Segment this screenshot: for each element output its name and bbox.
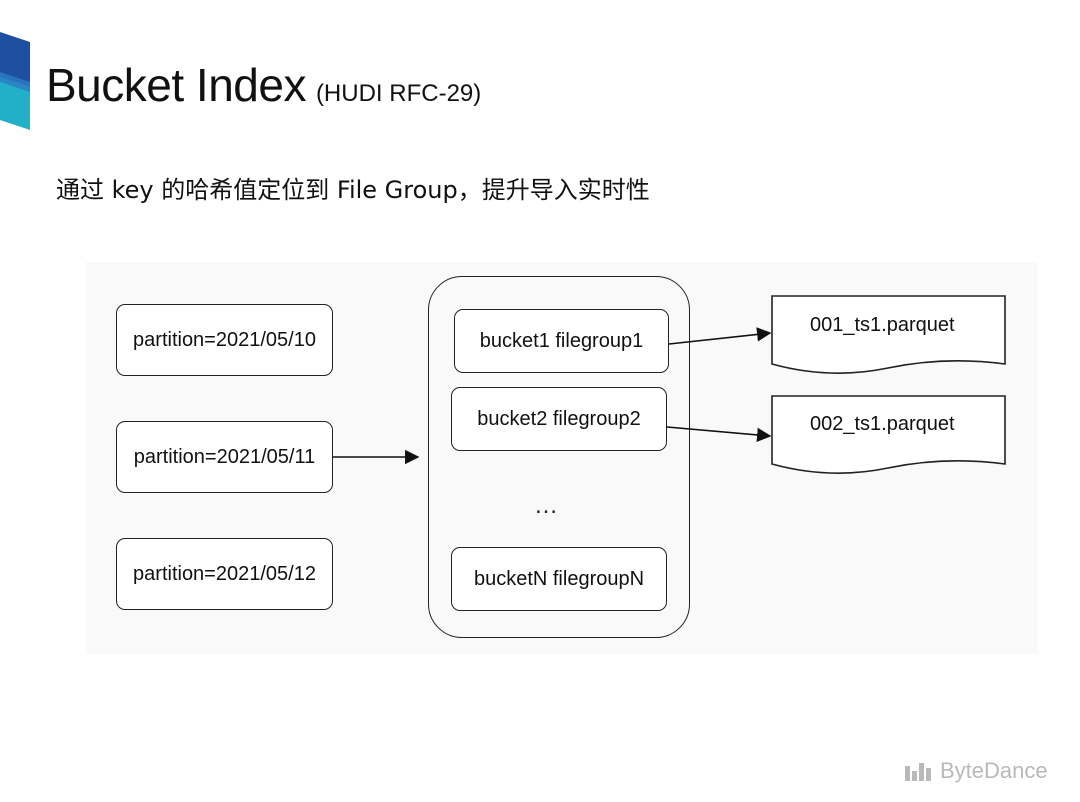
file-label-1: 001_ts1.parquet — [810, 314, 955, 336]
bytedance-bars-icon — [905, 763, 931, 781]
bucket-box-1: bucket1 filegroup1 — [454, 309, 669, 373]
brand-text: ByteDance — [940, 758, 1048, 783]
page-title: Bucket Index (HUDI RFC-29) — [46, 58, 481, 112]
bucket2-to-file-arrow — [666, 426, 772, 443]
partition-box-1: partition=2021/05/10 — [116, 304, 333, 376]
bucket-ellipsis: … — [534, 492, 558, 519]
title-text: Bucket Index — [46, 59, 306, 111]
page-subtitle: 通过 key 的哈希值定位到 File Group，提升导入实时性 — [56, 176, 650, 204]
file-shape-2 — [771, 395, 1006, 474]
brand-corner-mark — [0, 32, 30, 130]
partition-box-3: partition=2021/05/12 — [116, 538, 333, 610]
bucket-container — [428, 276, 690, 638]
bucket-box-n: bucketN filegroupN — [451, 547, 667, 611]
file-label-2: 002_ts1.parquet — [810, 413, 955, 435]
title-suffix: (HUDI RFC-29) — [315, 80, 482, 107]
file-shape-1 — [771, 295, 1006, 374]
bucket1-to-file-arrow — [668, 327, 772, 345]
bytedance-logo: ByteDance — [904, 758, 1048, 784]
partition-box-2: partition=2021/05/11 — [116, 421, 333, 493]
bucket-box-2: bucket2 filegroup2 — [451, 387, 667, 451]
